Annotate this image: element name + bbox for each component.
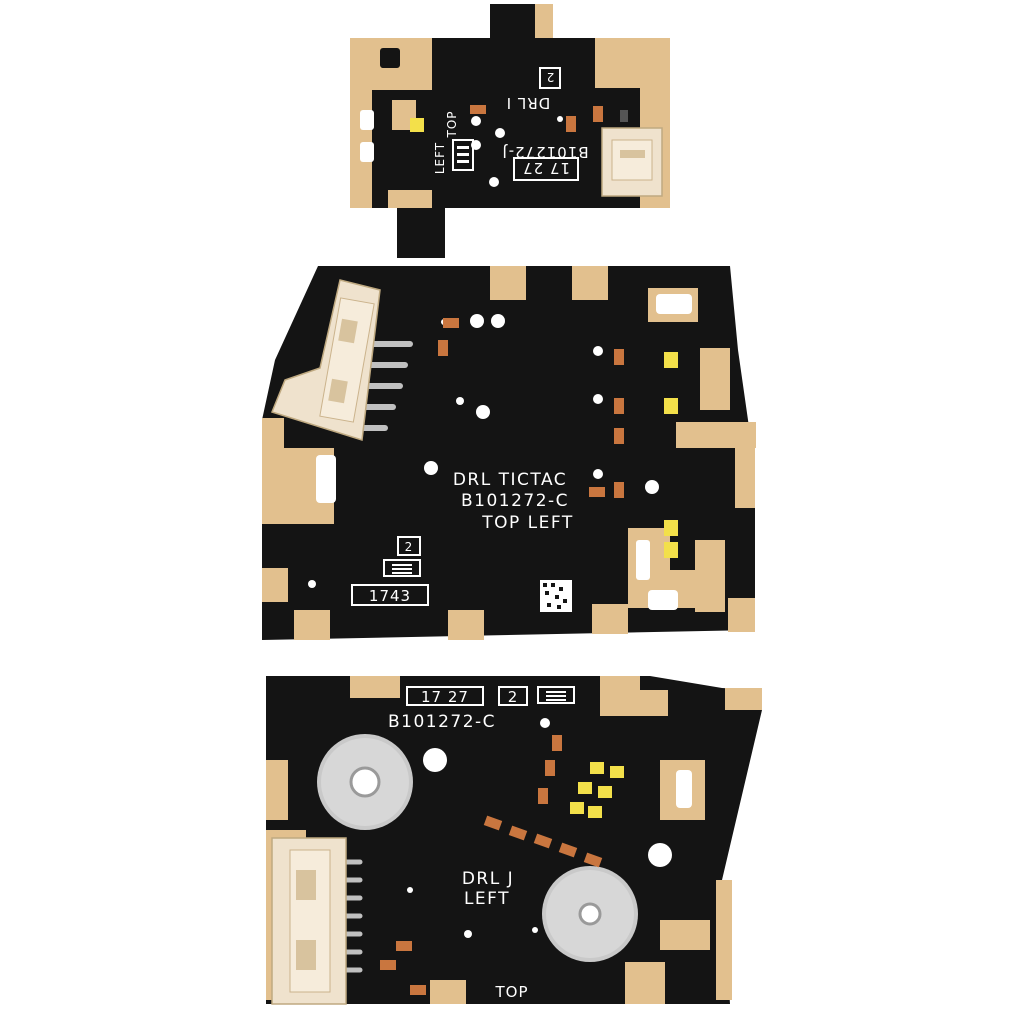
bottom-board-leds	[570, 762, 624, 818]
top-board-top-label: TOP	[445, 110, 459, 138]
top-board-connector	[601, 127, 663, 197]
middle-board-leds	[664, 352, 678, 558]
middle-board-connector	[270, 279, 413, 441]
top-board-led	[410, 118, 424, 132]
middle-board-title-label: DRL TICTAC	[453, 470, 567, 490]
bottom-board-top-label: TOP	[494, 983, 528, 1001]
bottom-board: 17 27 2 B101272-C DRL J LEFT TOP	[266, 676, 762, 1005]
middle-board: DRL TICTAC B101272-C TOP LEFT 2 1743	[262, 266, 756, 640]
bottom-board-connector	[271, 837, 363, 1005]
top-board-left-label: LEFT	[433, 142, 447, 174]
top-board-date-label: 17 27	[522, 159, 570, 177]
middle-board-resistors	[438, 318, 624, 498]
bottom-board-date-label: 17 27	[421, 688, 469, 706]
top-board: 2 DRL I B101272-J 17 27 TOP LEFT	[350, 4, 670, 258]
middle-board-rev-label: 2	[405, 540, 414, 554]
bottom-board-heat-pads	[317, 734, 638, 962]
bottom-board-drl-label: DRL J	[462, 869, 514, 889]
bottom-board-part-label: B101272-C	[388, 712, 496, 732]
top-board-rev-label: 2	[546, 70, 555, 84]
top-board-drl-label: DRL I	[506, 94, 551, 112]
middle-board-datamatrix	[540, 580, 572, 612]
middle-board-position-label: TOP LEFT	[481, 513, 574, 533]
middle-board-part-label: B101272-C	[461, 491, 569, 511]
bottom-board-rev-label: 2	[508, 688, 519, 706]
middle-board-code-label: 1743	[369, 587, 411, 605]
bottom-board-resistors	[380, 735, 603, 995]
top-board-part-label: B101272-J	[501, 143, 588, 161]
bottom-board-left-label: LEFT	[464, 889, 510, 909]
top-board-resistors	[470, 105, 628, 132]
